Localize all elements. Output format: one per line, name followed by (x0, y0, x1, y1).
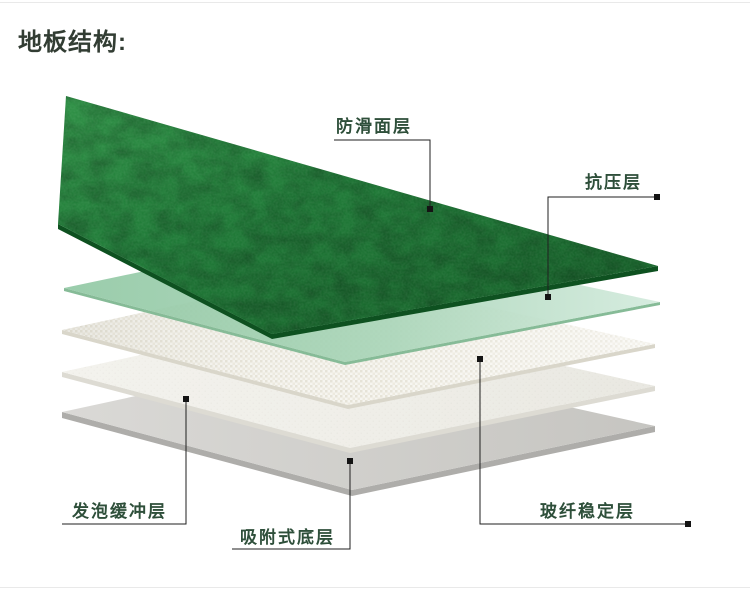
layer-foam-cushion-edge (62, 372, 655, 453)
leader-line-foam (62, 399, 187, 525)
leader-line-fiberglass (479, 359, 688, 525)
leader-line-base (232, 461, 351, 550)
marker-fiberglass (477, 356, 483, 362)
layer-anti-slip-texture-grain (58, 96, 658, 334)
layer-absorbent-base-edge (62, 412, 655, 496)
label-foam-cushion-layer: 发泡缓冲层 (72, 502, 167, 521)
marker-compression-end (654, 194, 660, 200)
leader-line-compression (547, 196, 658, 297)
label-anti-slip-surface: 防滑面层 (336, 117, 412, 136)
marker-foam (183, 396, 189, 402)
label-fiberglass-layer: 玻纤稳定层 (540, 502, 635, 521)
marker-base (347, 458, 353, 464)
marker-anti-slip (427, 206, 433, 212)
leader-line-anti-slip (334, 139, 431, 209)
marker-fiberglass-end (685, 521, 691, 527)
label-absorbent-base-layer: 吸附式底层 (240, 528, 335, 547)
top-separator-line (0, 2, 750, 3)
label-compression-layer: 抗压层 (585, 173, 642, 192)
bottom-separator-line (0, 587, 750, 588)
layer-compression-edge (64, 288, 660, 365)
layer-fiberglass-edge (62, 330, 655, 409)
page-title: 地板结构: (18, 29, 127, 56)
marker-compression (545, 294, 551, 300)
